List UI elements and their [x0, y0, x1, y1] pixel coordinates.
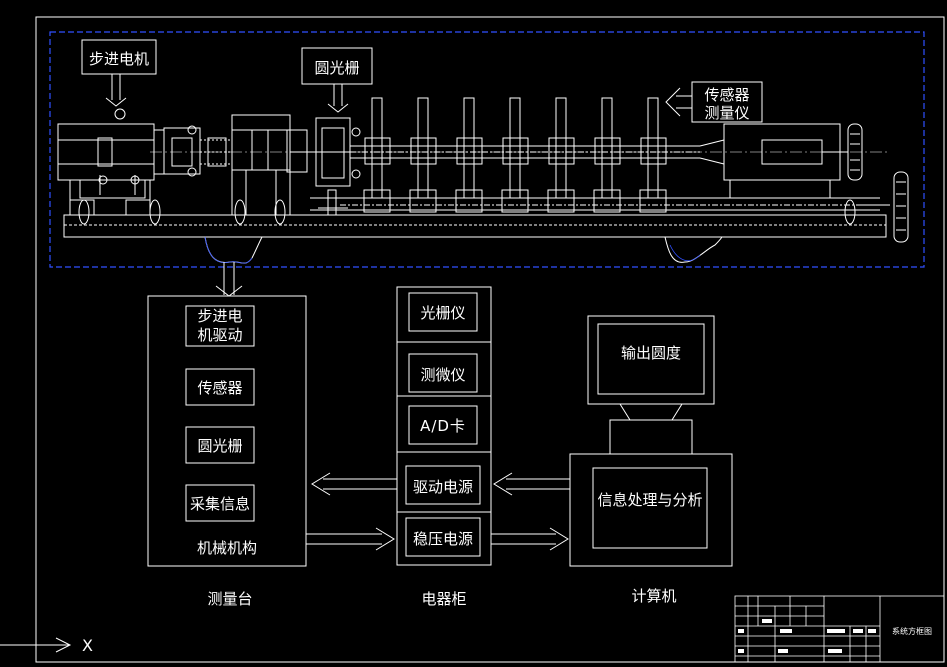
electrical-cabinet-caption: 电器柜 [421, 590, 467, 608]
module-box-driver-power [405, 465, 481, 505]
module-box-grating-meter [408, 292, 478, 332]
stepper-motor-callout [81, 39, 157, 120]
x-axis-label: X [82, 636, 93, 655]
processing-analysis: 信息处理与分析 [597, 491, 703, 509]
label-sensor-line2: 测量仪 [704, 104, 750, 122]
title-block-drawing-name: 系统方框图 [892, 627, 932, 636]
ucs-axis-icon [0, 637, 72, 653]
module-ad-card: A/D卡 [420, 417, 466, 435]
machine-drawing [57, 97, 909, 264]
module-regulated-power: 稳压电源 [412, 530, 473, 548]
monitor-screen [597, 323, 705, 395]
module-grating-meter: 光栅仪 [420, 304, 466, 322]
arrow-cabinet-to-computer [491, 527, 569, 551]
arrow-table-to-cabinet [306, 527, 395, 551]
screen-output-roundness: 输出圆度 [620, 344, 681, 362]
module-box-sensor [185, 368, 255, 406]
module-box-acquisition [185, 484, 255, 522]
mechanism-caption: 机械机构 [196, 539, 257, 557]
module-box-regulated-power [405, 517, 481, 557]
module-stepper-driver: 步进电 机驱动 [197, 307, 243, 344]
machine-frame [49, 31, 925, 268]
computer-box [569, 453, 733, 567]
sensor-meter-callout [665, 81, 763, 123]
title-block-marks [738, 619, 876, 653]
circular-grating-callout [301, 47, 373, 113]
computer-caption: 计算机 [631, 587, 677, 605]
module-micrometer: 测微仪 [420, 366, 466, 384]
label-circular-grating: 圆光栅 [314, 59, 360, 77]
module-grating: 圆光栅 [197, 437, 243, 455]
module-acquisition: 采集信息 [189, 495, 250, 513]
module-box-stepper-driver [185, 305, 255, 347]
measuring-table-caption: 测量台 [207, 590, 253, 608]
drawing-border [35, 16, 945, 663]
processing-box [592, 467, 708, 549]
label-stepper-motor: 步进电机 [88, 50, 149, 68]
module-box-ad-card [408, 405, 478, 445]
arrow-computer-to-cabinet [493, 472, 570, 496]
label-sensor-line1: 传感器 [704, 86, 750, 104]
module-driver-power: 驱动电源 [412, 478, 473, 496]
module-sensor: 传感器 [197, 379, 243, 397]
measuring-table-box [147, 295, 307, 567]
title-block [734, 595, 945, 663]
monitor-stand [609, 419, 693, 455]
arrow-cabinet-to-table [311, 472, 397, 496]
module-box-micrometer [408, 353, 478, 393]
monitor-outer [587, 315, 715, 405]
module-box-grating [185, 426, 255, 464]
